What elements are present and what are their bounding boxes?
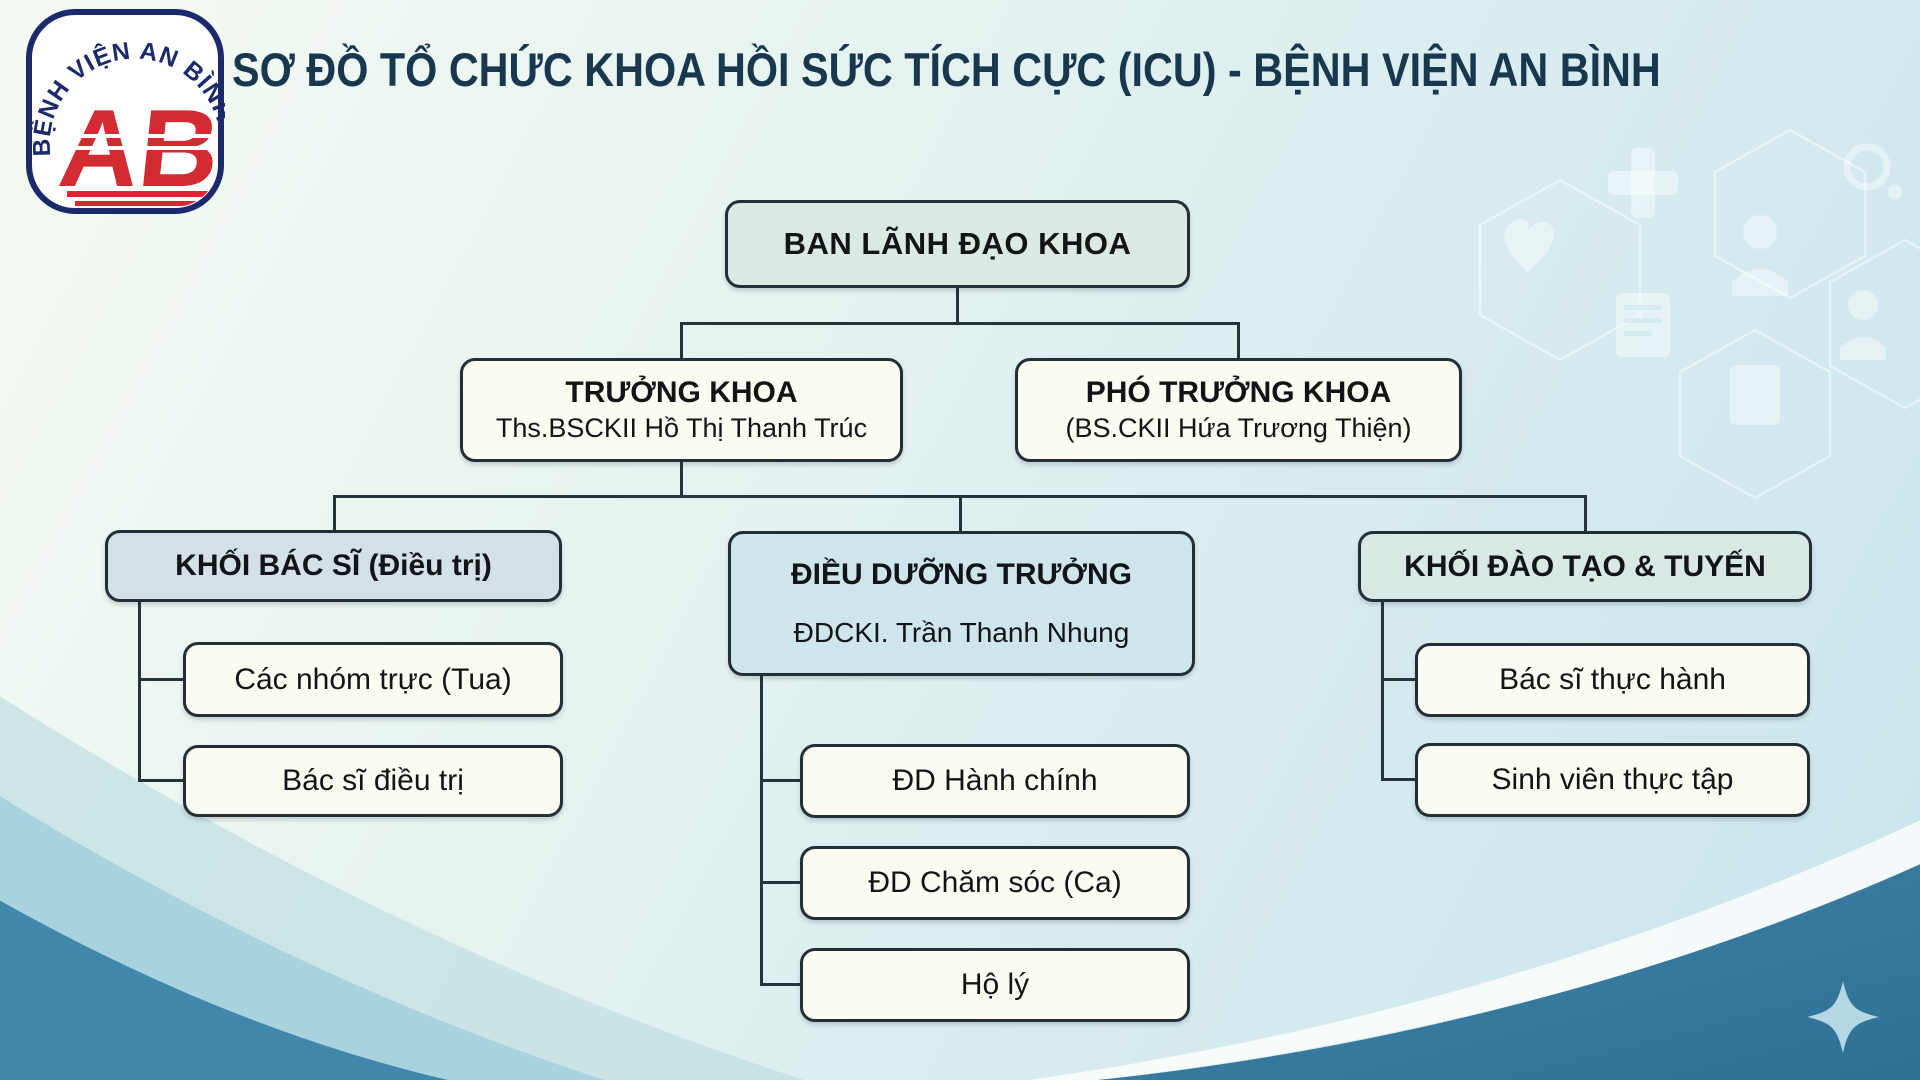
stethoscope-icon xyxy=(1843,143,1902,199)
org-box-pho-truong-khoa: PHÓ TRƯỞNG KHOA (BS.CKII Hứa Trương Thiệ… xyxy=(1015,358,1462,462)
org-box-title: KHỐI ĐÀO TẠO & TUYẾN xyxy=(1404,549,1766,583)
org-box-title: ĐIỀU DƯỠNG TRƯỞNG xyxy=(791,557,1132,591)
org-box-subtitle: (BS.CKII Hứa Trương Thiện) xyxy=(1065,413,1412,444)
connector-left-spine xyxy=(138,602,141,782)
wave-mid-band xyxy=(0,796,605,1080)
connector-drop-khoi-bac-si xyxy=(333,495,336,530)
connector-drop-pho-truong-khoa xyxy=(1237,322,1240,358)
org-box-label: ĐD Chăm sóc (Ca) xyxy=(868,866,1122,899)
org-box-khoi-dao-tao: KHỐI ĐÀO TẠO & TUYẾN xyxy=(1358,531,1812,602)
connector-right-stub-1 xyxy=(1381,678,1415,681)
org-box-truong-khoa: TRƯỞNG KHOA Ths.BSCKII Hồ Thị Thanh Trúc xyxy=(460,358,903,462)
connector-left-stub-2 xyxy=(138,779,183,782)
logo-base-stripes xyxy=(67,191,217,206)
org-box-bac-si-dieu-tri: Bác sĩ điều trị xyxy=(183,745,563,817)
org-box-bac-si-thuc-hanh: Bác sĩ thực hành xyxy=(1415,643,1810,717)
document-icon xyxy=(1616,293,1670,357)
connector-left-stub-1 xyxy=(138,678,183,681)
org-box-dd-cham-soc: ĐD Chăm sóc (Ca) xyxy=(800,846,1190,920)
org-box-dieu-duong-truong: ĐIỀU DƯỠNG TRƯỞNG ĐDCKI. Trần Thanh Nhun… xyxy=(728,531,1195,676)
connector-truong-khoa-riser xyxy=(680,462,683,495)
org-box-sinh-vien-thuc-tap: Sinh viên thực tập xyxy=(1415,743,1810,817)
logo-monogram-stripes xyxy=(65,134,217,150)
org-box-title: PHÓ TRƯỞNG KHOA xyxy=(1085,375,1392,409)
connector-drop-dieu-duong xyxy=(959,495,962,531)
org-box-subtitle: ĐDCKI. Trần Thanh Nhung xyxy=(793,616,1130,648)
heart-icon xyxy=(1504,218,1554,272)
connector-root-bus xyxy=(680,322,1240,325)
org-box-title: TRƯỞNG KHOA xyxy=(565,375,798,409)
doctor-icon xyxy=(1732,215,1788,296)
org-box-label: Bác sĩ điều trị xyxy=(282,764,464,797)
connector-middle-stub-2 xyxy=(760,881,800,884)
org-box-subtitle: Ths.BSCKII Hồ Thị Thanh Trúc xyxy=(495,413,868,444)
connector-middle-stub-1 xyxy=(760,779,800,782)
org-box-ban-lanh-dao-khoa: BAN LÃNH ĐẠO KHOA xyxy=(725,200,1190,288)
logo-frame xyxy=(26,9,224,214)
org-box-label: Bác sĩ thực hành xyxy=(1499,663,1726,696)
org-box-title: BAN LÃNH ĐẠO KHOA xyxy=(783,226,1132,261)
connector-drop-dao-tao xyxy=(1584,495,1587,531)
hexagon-outline-icon xyxy=(1478,178,1642,362)
clipboard-icon xyxy=(1730,365,1780,425)
org-box-khoi-bac-si: KHỐI BÁC SĨ (Điều trị) xyxy=(105,530,562,602)
connector-middle-spine xyxy=(760,676,763,986)
wave-dark-left xyxy=(0,900,448,1080)
org-box-dd-hanh-chinh: ĐD Hành chính xyxy=(800,744,1190,818)
org-box-label: Sinh viên thực tập xyxy=(1491,763,1734,796)
org-box-cac-nhom-truc: Các nhóm trực (Tua) xyxy=(183,642,563,717)
org-box-label: Các nhóm trực (Tua) xyxy=(234,662,512,696)
sparkle-icon xyxy=(1807,981,1879,1053)
org-box-label: Hộ lý xyxy=(960,968,1030,1001)
connector-right-spine xyxy=(1381,602,1384,780)
hexagon-outline-icon xyxy=(1828,238,1920,410)
page-title: SƠ ĐỒ TỔ CHỨC KHOA HỒI SỨC TÍCH CỰC (ICU… xyxy=(232,43,1661,96)
hexagon-outline-icon xyxy=(1678,328,1832,500)
medical-cross-icon xyxy=(1608,148,1678,218)
connector-drop-truong-khoa xyxy=(680,322,683,358)
org-box-ho-ly: Hộ lý xyxy=(800,948,1190,1022)
connector-right-stub-2 xyxy=(1381,778,1415,781)
hexagon-outline-icon xyxy=(1713,128,1867,300)
hospital-logo: BỆNH VIỆN AN BÌNH AB xyxy=(26,9,225,214)
patient-icon xyxy=(1840,290,1886,360)
connector-middle-stub-3 xyxy=(760,983,800,986)
org-box-title: KHỐI BÁC SĨ (Điều trị) xyxy=(175,549,492,583)
org-box-label: ĐD Hành chính xyxy=(892,764,1098,797)
connector-root-riser xyxy=(956,288,959,322)
